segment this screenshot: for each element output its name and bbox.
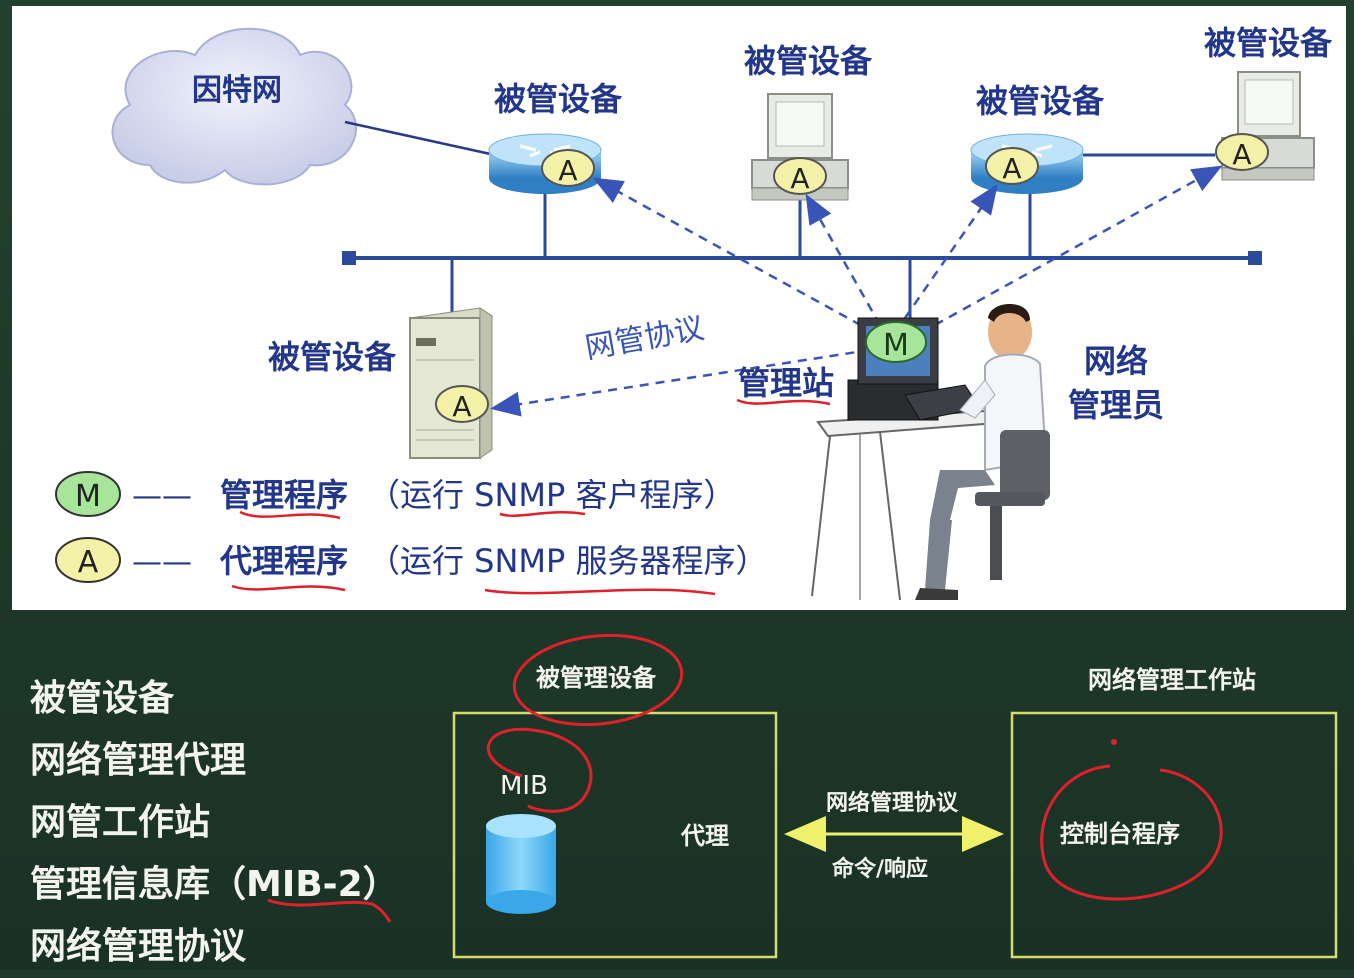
device-label: 被管设备 (976, 82, 1105, 120)
internet-cloud: 因特网 (111, 27, 357, 186)
network-admin-person (915, 304, 1050, 600)
managed-device-router-1: 被管设备 A (488, 80, 623, 194)
manager-station-label: 管理站 (738, 364, 834, 402)
protocol-connector: 网络管理协议 命令/响应 (784, 790, 1004, 882)
device-label: 被管设备 (1204, 24, 1333, 62)
agent-badge (773, 157, 827, 195)
managed-device-pc-2: 被管设备 A (1204, 24, 1333, 181)
manager-badge (865, 321, 927, 363)
red-underline (499, 511, 586, 517)
admin-label-line2: 管理员 (1068, 386, 1164, 424)
protocol-label: 网管协议 (583, 311, 707, 366)
list-item: 管理信息库（MIB-2） (30, 864, 399, 905)
svg-text:A: A (1232, 138, 1251, 171)
red-circle-annotation (512, 633, 684, 727)
red-circle-annotation (486, 727, 593, 813)
red-underline (239, 510, 341, 520)
legend-name: 管理程序 (220, 476, 348, 514)
device-label: 被管设备 (744, 42, 873, 80)
managed-device-pc-1: 被管设备 A (744, 42, 873, 201)
agent-badge (1215, 133, 1269, 171)
managed-device-box: 被管理设备 MIB 代理 (452, 633, 778, 959)
svg-text:M: M (75, 479, 101, 514)
agent-badge (435, 385, 489, 423)
legend-agent: A —— 代理程序 （运行 SNMP 服务器程序） (55, 537, 768, 596)
svg-text:A: A (1002, 152, 1021, 185)
managed-device-server: 被管设备 A (268, 307, 494, 459)
protocol-label: 网络管理协议 (826, 790, 959, 816)
admin-label-line1: 网络 (1084, 342, 1148, 380)
svg-text:M: M (883, 328, 909, 363)
legend-badge (55, 471, 121, 517)
router-icon (519, 144, 571, 158)
list-item: 网络管理协议 (30, 926, 247, 967)
device-label: 被管设备 (494, 80, 623, 118)
red-circle-annotation (1040, 764, 1223, 901)
list-item: 网络管理代理 (30, 740, 247, 781)
internet-link (344, 120, 496, 157)
legend-desc: （运行 SNMP 客户程序） (368, 476, 736, 514)
svg-text:——: —— (132, 479, 192, 514)
network-bus (342, 153, 1262, 320)
red-underline (231, 584, 346, 592)
component-list: 被管设备 网络管理代理 网管工作站 管理信息库（MIB-2） 网络管理协议 (30, 668, 399, 978)
managed-device-title: 被管理设备 (536, 664, 657, 692)
desk (811, 408, 1013, 601)
agent-label: 代理 (680, 822, 729, 850)
list-item: 网管工作站 (30, 802, 211, 843)
managed-device-router-2: 被管设备 A (970, 82, 1105, 194)
manager-workstation: M 管理站 (736, 317, 1013, 601)
database-icon (486, 814, 556, 914)
svg-text:A: A (790, 162, 809, 195)
red-underline (484, 588, 716, 596)
agent-badge (541, 149, 595, 187)
svg-text:A: A (452, 390, 471, 423)
list-item: 被管设备 (30, 678, 175, 719)
legend-desc: （运行 SNMP 服务器程序） (368, 542, 768, 580)
legend-name: 代理程序 (219, 542, 348, 580)
svg-text:A: A (558, 154, 577, 187)
mib-label: MIB (500, 771, 548, 801)
command-label: 命令/响应 (832, 856, 928, 882)
console-label: 控制台程序 (1060, 820, 1180, 848)
legend-badge (55, 537, 121, 583)
workstation-box: 网络管理工作站 控制台程序 (1010, 666, 1338, 959)
internet-label: 因特网 (192, 73, 282, 108)
red-underline (736, 398, 831, 406)
svg-text:——: —— (132, 545, 192, 580)
agent-badge (985, 147, 1039, 185)
workstation-title: 网络管理工作站 (1088, 666, 1256, 694)
device-label: 被管设备 (268, 338, 397, 376)
protocol-arrows (490, 165, 1223, 417)
red-underline (267, 898, 392, 923)
svg-text:A: A (78, 545, 99, 580)
server-icon (408, 307, 494, 459)
legend-manager: M —— 管理程序 （运行 SNMP 客户程序） (55, 471, 736, 520)
